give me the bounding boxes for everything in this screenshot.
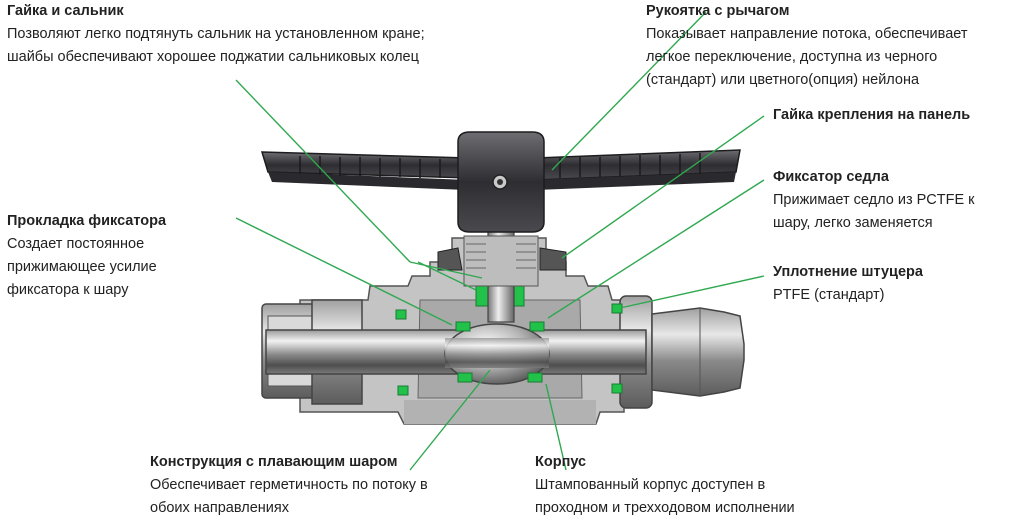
label-floating-ball-line-2: обоих направлениях	[150, 500, 289, 516]
label-gland-title: Гайка и сальник	[7, 3, 124, 19]
label-end-seal-title: Уплотнение штуцера	[773, 264, 923, 280]
label-body-line-1: Штампованный корпус доступен в	[535, 477, 766, 493]
panel-nut	[437, 247, 567, 271]
label-seat-retainer-title: Фиксатор седла	[773, 169, 889, 185]
label-body: Корпус Штампованный корпус доступен в пр…	[535, 451, 875, 520]
label-floating-ball-line-1: Обеспечивает герметичность по потоку в	[150, 477, 428, 493]
label-handle-line-1: Показывает направление потока, обеспечив…	[646, 26, 968, 42]
label-retainer-gasket-line-1: Создает постоянное	[7, 236, 145, 252]
label-gland-line-1: Позволяют легко подтянуть сальник на уст…	[7, 26, 425, 42]
label-seat-retainer-line-2: шару, легко заменяется	[773, 215, 933, 231]
label-handle: Рукоятка с рычагом Показывает направлени…	[646, 0, 1021, 92]
label-handle-title: Рукоятка с рычагом	[646, 3, 790, 19]
label-retainer-gasket: Прокладка фиксатора Создает постоянное п…	[7, 210, 247, 302]
floating-ball	[444, 323, 550, 385]
label-handle-line-2: легкое переключение, доступна из черного	[646, 49, 938, 65]
leader-lines	[235, 11, 765, 471]
label-panel-nut-title: Гайка крепления на панель	[773, 107, 971, 123]
label-end-seal: Уплотнение штуцера PTFE (стандарт)	[773, 261, 1023, 307]
label-body-title: Корпус	[535, 454, 587, 470]
label-retainer-gasket-line-3: фиксатора к шару	[7, 282, 129, 298]
label-floating-ball: Конструкция с плавающим шаром Обеспечива…	[150, 451, 510, 520]
label-retainer-gasket-line-2: прижимающее усилие	[7, 259, 157, 275]
label-handle-line-3: (стандарт) или цветного(опция) нейлона	[646, 72, 920, 88]
label-body-line-2: проходном и трехходовом исполнении	[535, 500, 795, 516]
label-seat-retainer: Фиксатор седла Прижимает седло из PCTFE …	[773, 166, 1023, 235]
label-floating-ball-title: Конструкция с плавающим шаром	[150, 454, 398, 470]
label-gland: Гайка и сальник Позволяют легко подтянут…	[7, 0, 527, 69]
lever-handle	[260, 131, 741, 233]
label-retainer-gasket-title: Прокладка фиксатора	[7, 213, 167, 229]
label-gland-line-2: шайбы обеспечивают хорошее поджатии саль…	[7, 49, 419, 65]
label-end-seal-line-1: PTFE (стандарт)	[773, 287, 885, 303]
right-end-connector	[619, 295, 745, 409]
label-seat-retainer-line-1: Прижимает седло из PCTFE к	[773, 192, 975, 208]
bonnet-threads	[463, 235, 539, 287]
label-panel-nut: Гайка крепления на панель	[773, 104, 1023, 127]
